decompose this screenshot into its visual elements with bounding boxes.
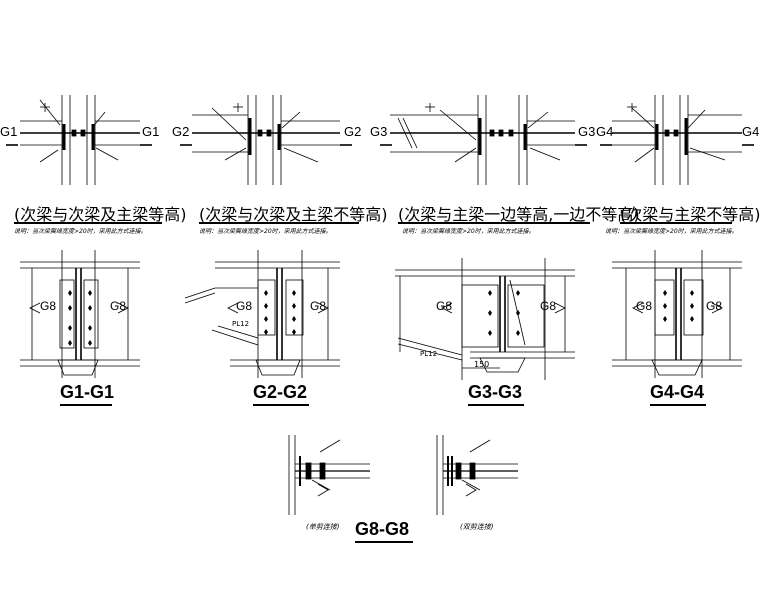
detail-2-title: (次梁与次梁及主梁不等高): [199, 205, 388, 224]
sub-mark-1-left: G8: [40, 299, 57, 313]
plan-detail-1: [6, 95, 152, 185]
section-title-g4: G4-G4: [650, 382, 705, 402]
sub-mark-1-right: G8: [110, 299, 127, 313]
section-g4: [612, 250, 742, 378]
section-underline-g1: [60, 404, 112, 406]
detail-2-underline: [199, 222, 359, 224]
section-title-g3: G3-G3: [468, 382, 523, 402]
detail-1-underline: [14, 222, 162, 224]
section-title-g2: G2-G2: [253, 382, 308, 402]
section-underline-g3: [468, 404, 524, 406]
sub-mark-4-left: G8: [636, 299, 653, 313]
g8-double-shear: [436, 435, 518, 515]
detail-3-note: 说明：当次梁翼缘宽度>20时，采用此方式连接。: [402, 228, 535, 235]
detail-4-underline: [620, 222, 732, 224]
detail-4-note: 说明：当次梁翼缘宽度>20时，采用此方式连接。: [605, 228, 738, 235]
section-underline-g8: [355, 541, 413, 543]
section-title-g8: G8-G8: [355, 519, 410, 539]
bolt-markers: [68, 290, 694, 346]
caption-double-shear: (双剪连接): [460, 523, 494, 531]
detail-1-note: 说明：当次梁翼缘宽度>20时，采用此方式连接。: [14, 228, 147, 235]
mark-g2-right: G2: [344, 124, 362, 139]
detail-3-underline: [398, 222, 590, 224]
dim-pl12-g2: PL12: [232, 320, 250, 328]
sub-mark-3-right: G8: [540, 299, 557, 313]
mark-g3-left: G3: [370, 124, 388, 139]
mark-g4-right: G4: [742, 124, 760, 139]
sub-mark-4-right: G8: [706, 299, 723, 313]
mark-g1-right: G1: [142, 124, 160, 139]
section-underline-g4: [650, 404, 706, 406]
g8-single-shear: [288, 435, 370, 515]
detail-1-title: (次梁与次梁及主梁等高): [14, 205, 187, 224]
dim-150: 150: [474, 360, 490, 369]
plan-detail-4: [600, 95, 754, 185]
mark-g1-left: G1: [0, 124, 18, 139]
mark-g2-left: G2: [172, 124, 190, 139]
detail-3-title: (次梁与主梁一边等高,一边不等高): [398, 205, 640, 224]
section-g1: [20, 250, 140, 378]
sub-mark-2-left: G8: [236, 299, 253, 313]
mark-g4-left: G4: [596, 124, 614, 139]
detail-2-note: 说明：当次梁翼缘宽度>20时，采用此方式连接。: [199, 228, 332, 235]
plan-detail-2: [180, 95, 352, 185]
sub-mark-3-left: G8: [436, 299, 453, 313]
sub-mark-2-right: G8: [310, 299, 327, 313]
plan-detail-3: [380, 95, 587, 185]
caption-single-shear: (单剪连接): [306, 523, 340, 531]
section-g2: [184, 250, 340, 378]
dim-pl12-g3: PL12: [420, 350, 438, 358]
section-underline-g2: [253, 404, 309, 406]
section-title-g1: G1-G1: [60, 382, 115, 402]
mark-g3-right: G3: [578, 124, 596, 139]
detail-4-title: (次梁与主梁不等高): [620, 205, 760, 224]
